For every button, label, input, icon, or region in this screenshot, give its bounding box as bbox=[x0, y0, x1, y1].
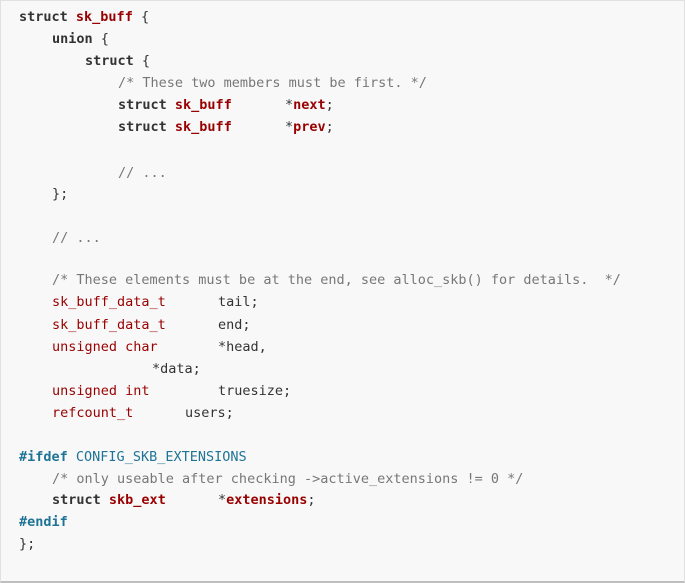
code-line-15-type: sk_buff_data_t bbox=[52, 317, 166, 333]
code-line-11-comment: // ... bbox=[52, 230, 101, 246]
punctuation: { bbox=[141, 53, 151, 69]
type-name: sk_buff bbox=[174, 119, 232, 135]
code-line-5-member: *next; bbox=[285, 95, 334, 115]
keyword: struct bbox=[118, 119, 167, 135]
code-line-21: #ifdef CONFIG_SKB_EXTENSIONS bbox=[19, 447, 247, 467]
code-line-18-type: unsigned int bbox=[52, 383, 150, 399]
keyword: union bbox=[52, 31, 93, 47]
type-name: skb_ext bbox=[108, 492, 166, 508]
code-line-3: struct { bbox=[85, 51, 150, 71]
macro-name: CONFIG_SKB_EXTENSIONS bbox=[75, 449, 247, 465]
code-line-19-member: users; bbox=[185, 405, 234, 421]
code-line-19-type: refcount_t bbox=[52, 405, 134, 421]
punctuation: ; bbox=[307, 492, 316, 508]
code-line-14-type: sk_buff_data_t bbox=[52, 294, 166, 310]
keyword: struct bbox=[118, 97, 167, 113]
code-line-25: }; bbox=[19, 536, 36, 552]
type-name: sk_buff bbox=[174, 97, 232, 113]
code-line-13-comment: /* These elements must be at the end, se… bbox=[52, 272, 621, 288]
member-name: prev bbox=[293, 119, 326, 135]
punctuation: { bbox=[140, 9, 150, 25]
code-line-16-type: unsigned char bbox=[52, 339, 158, 355]
member-name: extensions bbox=[226, 492, 308, 508]
code-line-15-member: end; bbox=[218, 317, 251, 333]
punctuation: ; bbox=[325, 119, 334, 135]
code-line-6: struct sk_buff bbox=[118, 117, 232, 137]
pointer-star: * bbox=[285, 97, 294, 113]
code-line-23: struct skb_ext bbox=[52, 490, 166, 510]
code-line-16-member: *head, bbox=[218, 339, 267, 355]
preprocessor-directive: #ifdef bbox=[19, 449, 68, 465]
pointer-star: * bbox=[218, 492, 227, 508]
code-line-17-member: *data; bbox=[152, 361, 201, 377]
member-name: next bbox=[293, 97, 326, 113]
code-line-5: struct sk_buff bbox=[118, 95, 232, 115]
punctuation: ; bbox=[325, 97, 334, 113]
code-line-1: struct sk_buff { bbox=[19, 7, 149, 27]
code-line-23-member: *extensions; bbox=[218, 490, 316, 510]
keyword: struct bbox=[85, 53, 134, 69]
code-line-24-directive: #endif bbox=[19, 514, 68, 530]
keyword: struct bbox=[52, 492, 101, 508]
code-line-22-comment: /* only useable after checking ->active_… bbox=[52, 471, 524, 487]
code-line-8-comment: // ... bbox=[118, 165, 167, 181]
code-line-6-member: *prev; bbox=[285, 117, 334, 137]
code-line-18-member: truesize; bbox=[218, 383, 292, 399]
code-line-9: }; bbox=[52, 186, 69, 202]
code-line-4-comment: /* These two members must be first. */ bbox=[118, 75, 427, 91]
struct-name: sk_buff bbox=[75, 9, 133, 25]
keyword: struct bbox=[19, 9, 68, 25]
code-line-14-member: tail; bbox=[218, 294, 259, 310]
pointer-star: * bbox=[285, 119, 294, 135]
code-line-2: union { bbox=[52, 29, 109, 49]
punctuation: { bbox=[100, 31, 109, 47]
